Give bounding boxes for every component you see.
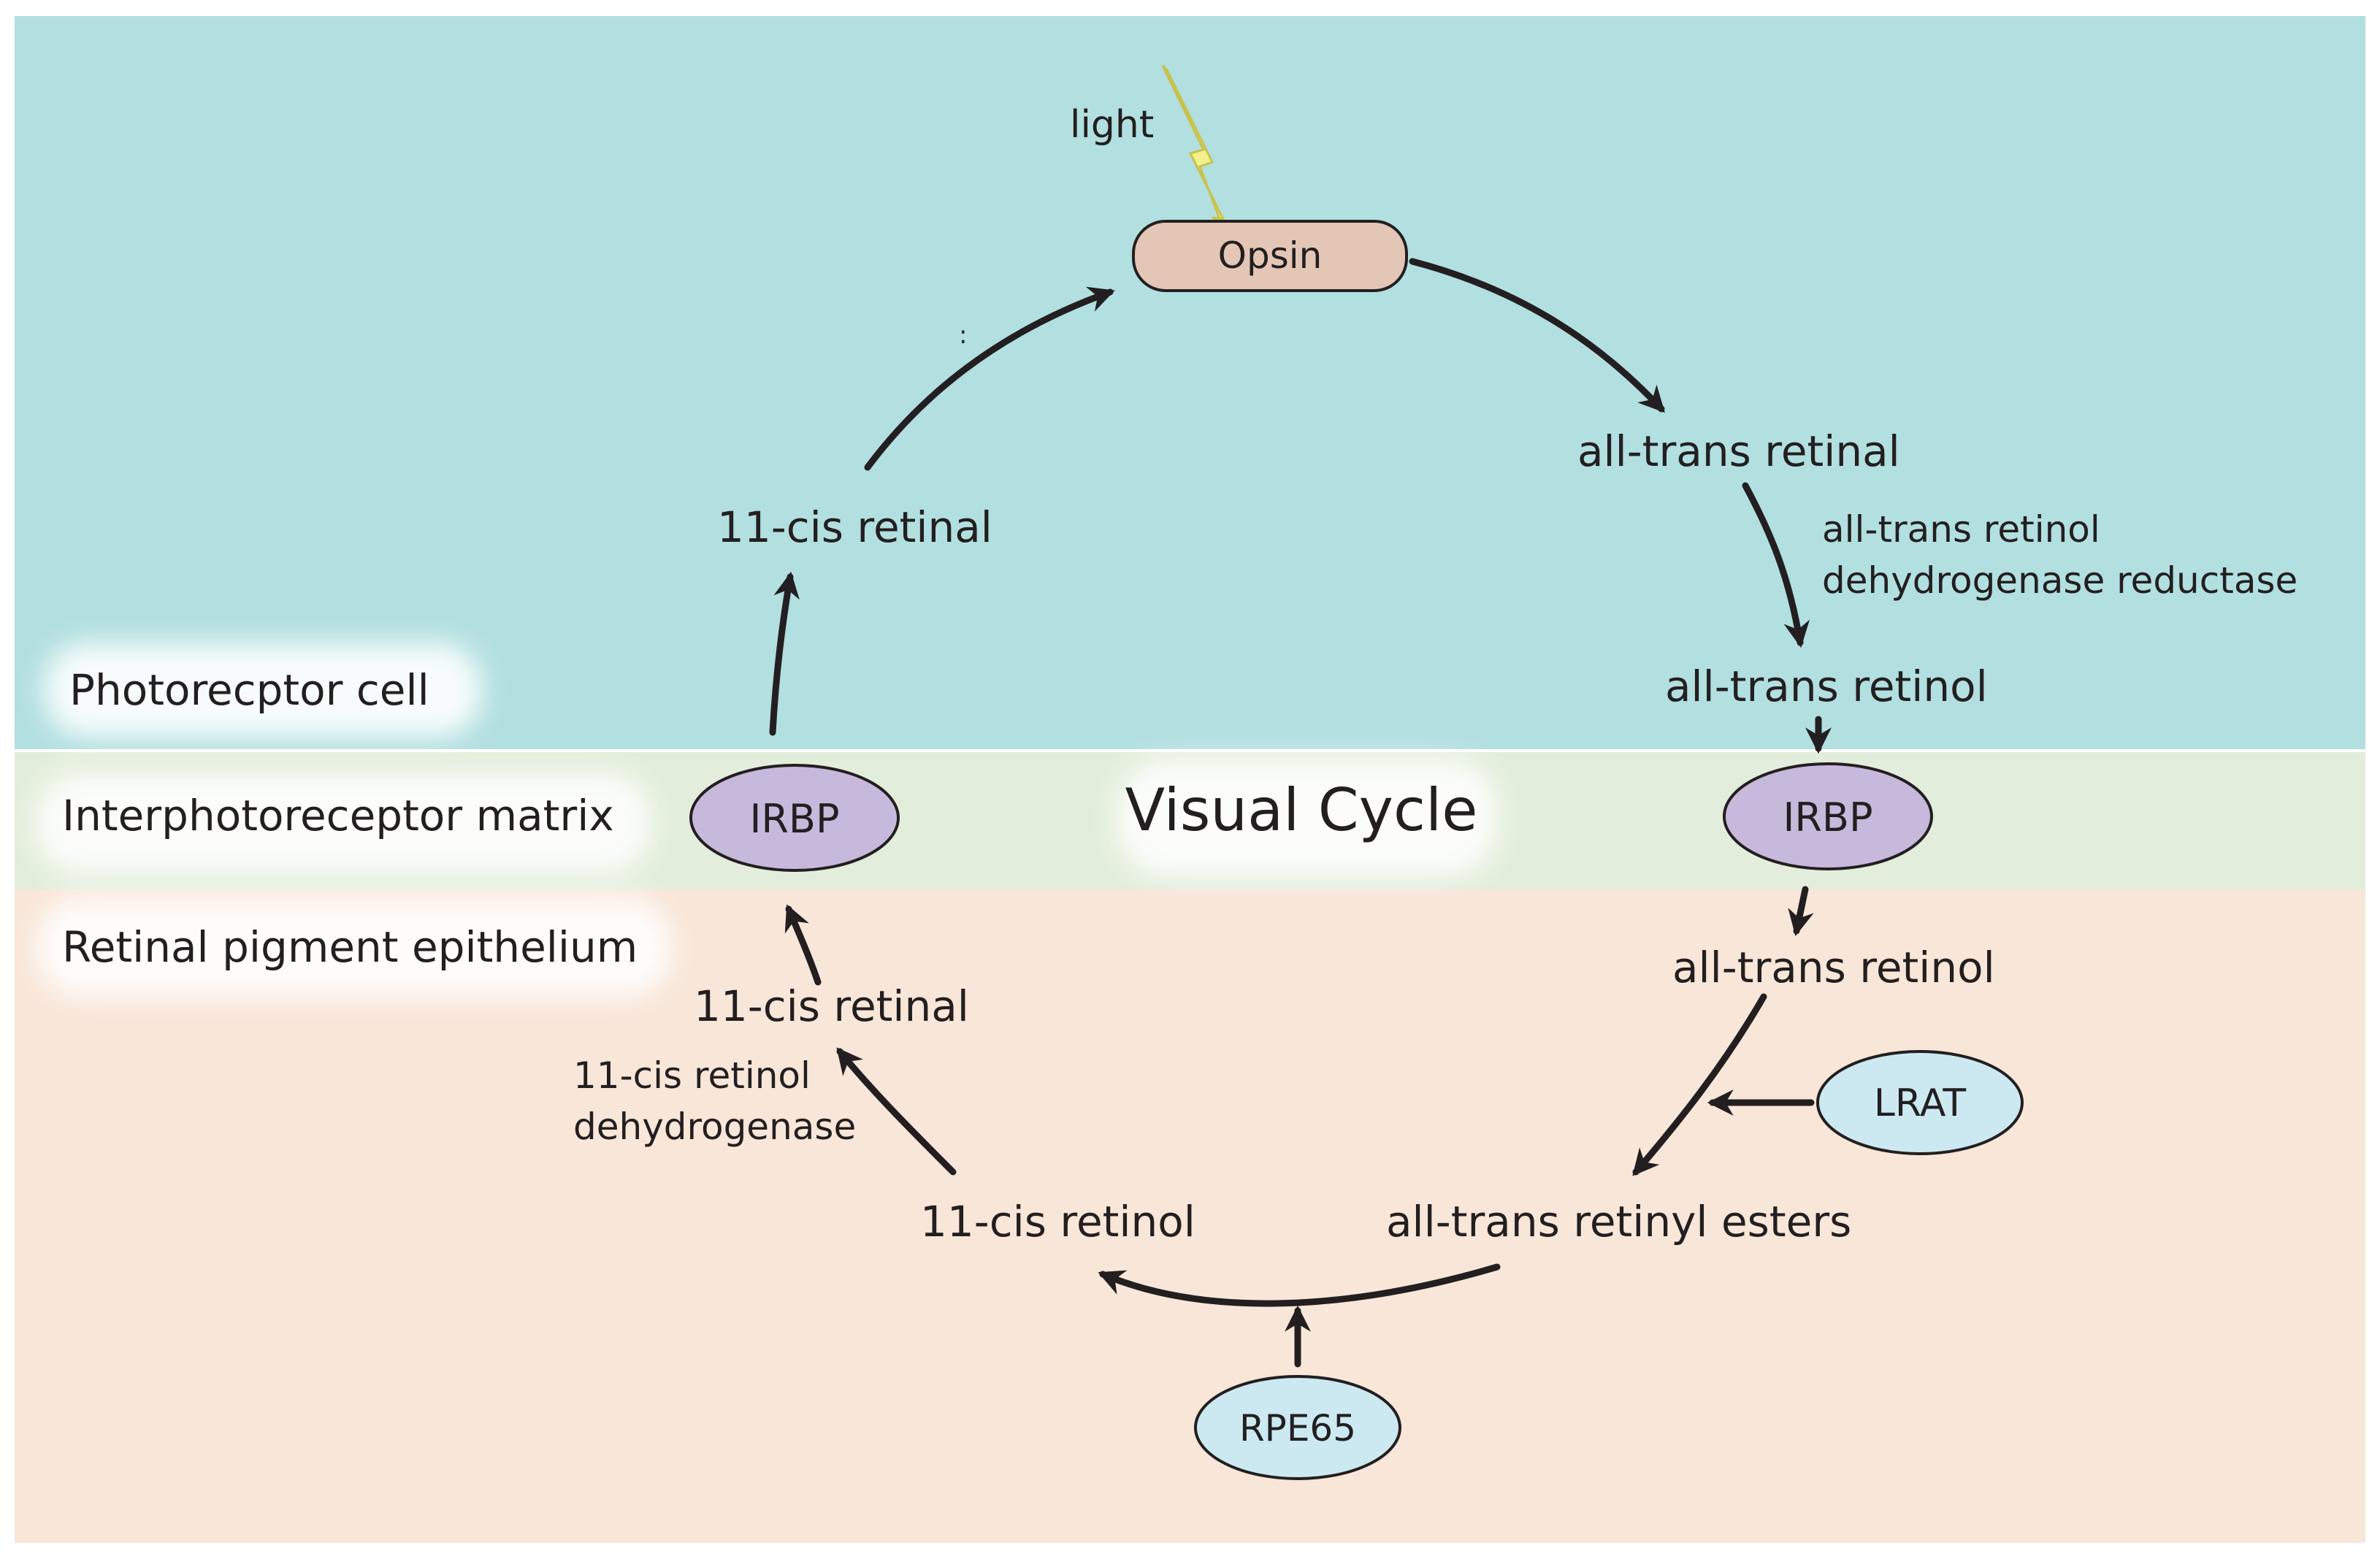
lrat-node [1816,1050,2024,1155]
cis-retinal-rpe-label: 11-cis retinal [694,981,969,1031]
zone-label-photoreceptor: Photorecptor cell [69,665,429,715]
rpe65-label: RPE65 [1239,1407,1356,1449]
arrow-cis-retinal-to-opsin [864,286,1115,471]
retinyl-esters-label: all-trans retinyl esters [1386,1197,1851,1246]
irbp-right-label: IRBP [1783,794,1872,840]
opsin-label: Opsin [1218,234,1323,277]
arrow-retinal-to-retinol [1742,482,1810,648]
light-label: light [1070,103,1154,147]
lrat-label: LRAT [1874,1081,1967,1125]
label-glows [37,643,1497,997]
irbp-left-label: IRBP [749,796,839,842]
photoreceptor-zone [15,16,2365,751]
zone-label-matrix: Interphotoreceptor matrix [62,791,614,840]
all-trans-retinal-label: all-trans retinal [1577,426,1900,476]
arrow-irbp-to-retinol [1788,886,1814,937]
zone-label-rpe: Retinal pigment epithelium [62,922,638,972]
irbp-left-node [689,764,900,872]
arrow-irbp-to-cis-retinal [769,571,800,736]
cis-retinol-label: 11-cis retinol [920,1197,1195,1246]
arrow-cis-retinol-to-cis-retinal [836,1047,957,1176]
arrow-esters-to-cis-retinol [1098,1263,1501,1307]
arrow-opsin-to-all-trans-retinal [1409,258,1665,413]
rdh-enzyme-line2: dehydrogenase reductase [1822,559,2297,602]
irbp-right-node [1723,762,1933,870]
stray-mark: : [959,321,967,350]
cycle-arrows [769,258,1832,1368]
arrow-retinol-to-esters [1632,993,1767,1176]
cis-retinal-top-label: 11-cis retinal [717,502,992,552]
diagram-title: Visual Cycle [1125,776,1478,844]
all-trans-retinol-top-label: all-trans retinol [1665,662,1988,711]
rpe-zone [15,889,2365,1543]
arrow-cis-retinal-to-irbp [784,904,822,986]
all-trans-retinol-bottom-label: all-trans retinol [1672,943,1995,992]
rpe65-node [1194,1375,1401,1480]
cis-rdh-enzyme-line1: 11-cis retinol [573,1054,811,1097]
opsin-node [1132,220,1408,292]
cis-rdh-enzyme-line2: dehydrogenase [573,1106,856,1148]
rdh-enzyme-line1: all-trans retinol [1822,508,2100,551]
